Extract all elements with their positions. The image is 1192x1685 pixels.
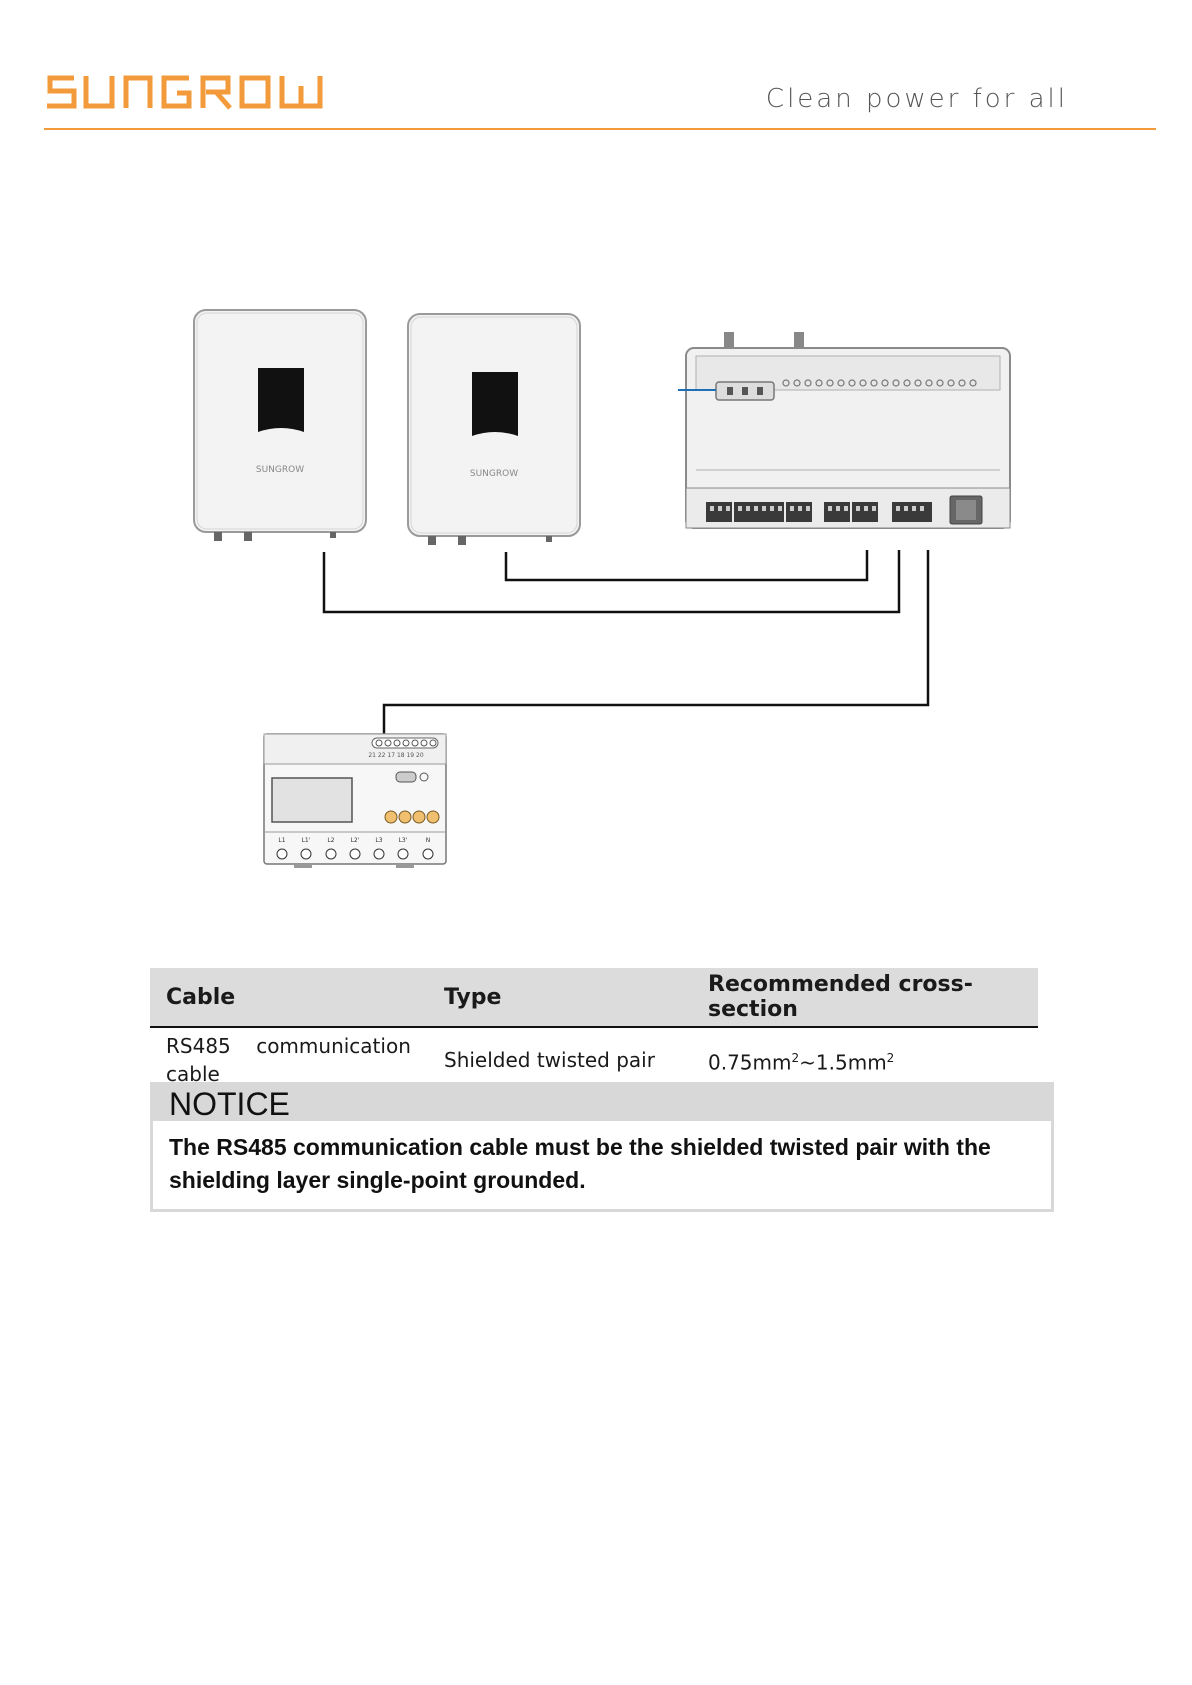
communication-box: [678, 332, 1010, 528]
meter-terminal-numbers: 21 22 17 18 19 20: [368, 752, 424, 759]
cable-meter: [384, 550, 928, 734]
inverter-2-brand: SUNGROW: [470, 469, 518, 479]
inverter-1-brand: SUNGROW: [256, 465, 304, 475]
cell-cable-text: RS485 communication cable: [166, 1034, 417, 1086]
smart-meter: 21 22 17 18 19 20 L1 L1' L2 L2' L3 L3' N: [264, 734, 446, 868]
meter-label-l3p: L3': [399, 837, 408, 844]
inverter-1: SUNGROW: [194, 310, 366, 541]
meter-label-l1p: L1': [302, 837, 311, 844]
table-header-row: Cable Type Recommended cross-section: [150, 968, 1038, 1027]
inverter-2-display: [472, 372, 518, 436]
cross-section-exp-1: 2: [792, 1051, 800, 1065]
cross-section-exp-2: 2: [887, 1051, 895, 1065]
meter-label-l1: L1: [278, 837, 285, 844]
cross-section-min: 0.75mm: [708, 1050, 792, 1074]
notice-text: The RS485 communication cable must be th…: [153, 1121, 1051, 1197]
header-cable: Cable: [150, 968, 428, 1027]
meter-lcd: [272, 778, 352, 822]
header-type: Type: [428, 968, 692, 1027]
cable-inverter-2: [506, 550, 867, 580]
meter-label-l2: L2: [327, 837, 334, 844]
notice-title: NOTICE: [153, 1085, 1051, 1121]
wiring-diagram: SUNGROW SUNGROW: [0, 0, 1192, 900]
meter-label-l3: L3: [375, 837, 382, 844]
rs485-cables: [324, 550, 928, 734]
notice-box: NOTICE The RS485 communication cable mus…: [150, 1082, 1054, 1212]
inverter-1-display: [258, 368, 304, 432]
meter-label-l2p: L2': [351, 837, 360, 844]
header-cross-section: Recommended cross-section: [692, 968, 1038, 1027]
inverter-2: SUNGROW: [408, 314, 580, 545]
meter-label-n: N: [426, 837, 431, 844]
cable-spec-table: Cable Type Recommended cross-section RS4…: [150, 968, 1038, 1094]
cross-section-max: ~1.5mm: [799, 1050, 887, 1074]
